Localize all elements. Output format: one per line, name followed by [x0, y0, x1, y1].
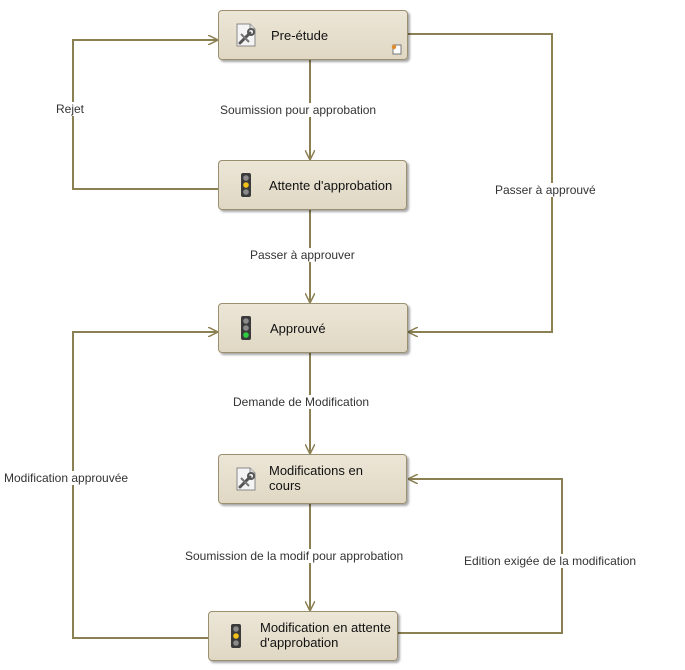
state-attente-approbation[interactable]: Attente d'approbation	[218, 160, 407, 210]
traffic-light-green-icon	[241, 316, 251, 340]
traffic-light-yellow-icon	[241, 173, 251, 197]
edge-label-soumission: Soumission pour approbation	[219, 103, 378, 117]
edge-label-demande-modification: Demande de Modification	[232, 395, 371, 409]
state-label: Modification en attente d'approbation	[260, 620, 391, 650]
tools-icon	[236, 23, 256, 47]
tools-icon	[236, 467, 256, 491]
edge-label-passer-approuve: Passer à approuvé	[494, 183, 597, 197]
edge-label-passer-approuver: Passer à approuver	[249, 248, 356, 262]
state-modifications-en-cours[interactable]: Modifications en cours	[218, 454, 407, 504]
edge-label-edition-exigee: Edition exigée de la modification	[463, 554, 638, 568]
edge-label-soumission-modif: Soumission de la modif pour approbation	[184, 549, 405, 563]
traffic-light-yellow-icon	[231, 624, 241, 648]
state-label: Approuvé	[270, 321, 326, 336]
edge-label-rejet: Rejet	[55, 102, 86, 116]
state-label: Attente d'approbation	[269, 178, 393, 193]
state-label: Modifications en cours	[269, 463, 363, 493]
page-note-icon	[391, 44, 402, 55]
state-pre-etude[interactable]: Pre-étude	[218, 10, 408, 60]
state-label: Pre-étude	[271, 28, 329, 43]
state-approuve[interactable]: Approuvé	[218, 303, 408, 353]
state-modification-attente-approbation[interactable]: Modification en attente d'approbation	[208, 611, 398, 661]
edge-rejet	[72, 40, 218, 190]
edge-modification-approuvee	[72, 332, 217, 639]
edge-label-modification-approuvee: Modification approuvée	[3, 471, 130, 485]
